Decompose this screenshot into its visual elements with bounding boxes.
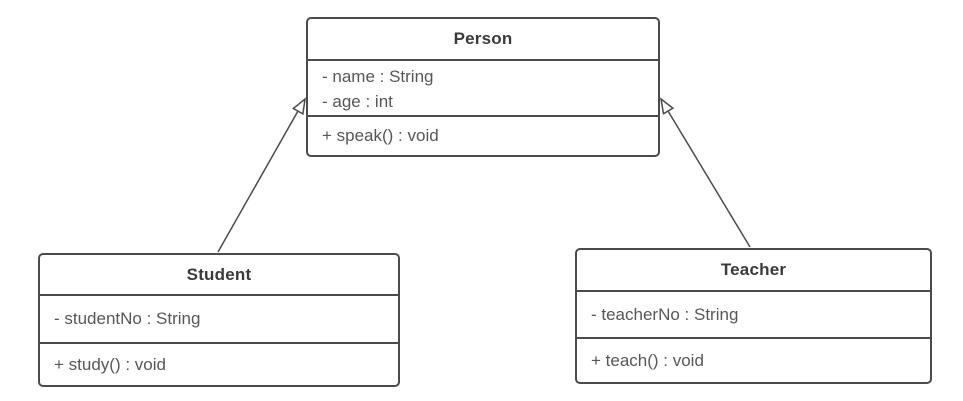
class-methods-student: + study() : void xyxy=(40,344,398,385)
method-speak: + speak() : void xyxy=(322,126,439,145)
generalization-arrow-student-to-person xyxy=(217,97,307,253)
attribute-age: - age : int xyxy=(322,92,393,111)
hollow-triangle-arrowhead-icon xyxy=(659,97,675,116)
generalization-arrow-teacher-to-person xyxy=(659,97,751,248)
attribute-studentNo: - studentNo : String xyxy=(54,309,201,328)
method-study: + study() : void xyxy=(54,354,166,374)
class-name-teacher: Teacher xyxy=(577,250,930,292)
class-name-person: Person xyxy=(308,19,658,61)
method-teach: + teach() : void xyxy=(591,350,704,370)
class-methods-teacher: + teach() : void xyxy=(577,339,930,382)
class-box-person: Person - name : String - age : int + spe… xyxy=(306,17,660,157)
attribute-name: - name : String xyxy=(322,67,434,86)
attribute-teacherNo: - teacherNo : String xyxy=(591,304,739,324)
class-name-student: Student xyxy=(40,255,398,296)
class-methods-person: + speak() : void xyxy=(308,117,658,155)
class-attributes-person: - name : String - age : int xyxy=(308,61,658,117)
class-attributes-student: - studentNo : String xyxy=(40,296,398,344)
class-box-teacher: Teacher - teacherNo : String + teach() :… xyxy=(575,248,932,384)
hollow-triangle-arrowhead-icon xyxy=(291,97,307,116)
class-attributes-teacher: - teacherNo : String xyxy=(577,292,930,339)
class-box-student: Student - studentNo : String + study() :… xyxy=(38,253,400,387)
